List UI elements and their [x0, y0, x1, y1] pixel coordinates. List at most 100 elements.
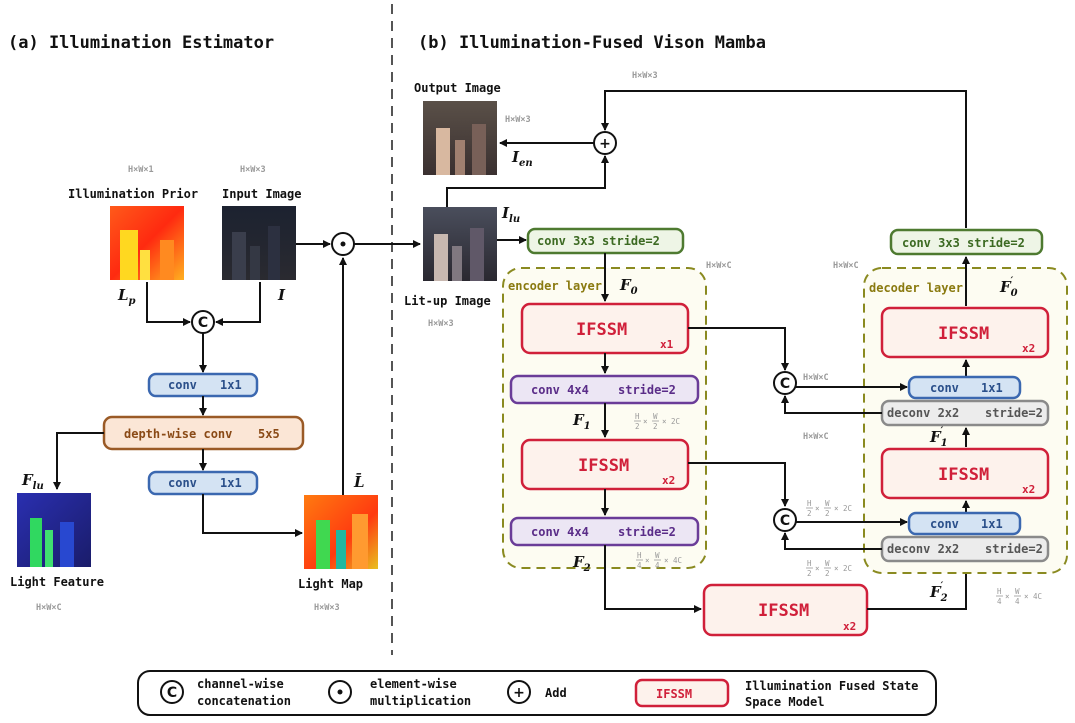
dim-concat-1: H×W×C [803, 373, 829, 383]
input-image-label: Input Image [222, 187, 301, 201]
concat-op-a: C [191, 310, 215, 334]
arrow-bottleneck-to-deconv2 [867, 562, 970, 610]
svg-text:H: H [635, 412, 640, 421]
svg-text:x2: x2 [1022, 483, 1035, 496]
lit-up-image [423, 207, 497, 281]
deconv-2: deconv 2x2 stride=2 [880, 535, 1050, 563]
svg-text:2: 2 [653, 422, 658, 431]
conv3x3-out-box: conv 3x3 stride=2 [889, 228, 1044, 256]
svg-text:stride=2: stride=2 [985, 542, 1043, 556]
var-F1p: F1′ [929, 426, 948, 449]
svg-text:x2: x2 [662, 474, 675, 487]
svg-text:stride=2: stride=2 [618, 525, 676, 539]
svg-text:×: × [815, 564, 820, 573]
dim-output: H×W×3 [505, 115, 531, 125]
svg-text:+: + [513, 685, 525, 701]
svg-text:conv 4x4: conv 4x4 [531, 525, 589, 539]
svg-text:stride=2: stride=2 [985, 406, 1043, 420]
conv1x1-box-1: conv 1x1 [147, 372, 259, 398]
dim-light-feature: H×W×C [36, 603, 62, 613]
ifssm-enc-2: IFSSM x2 [520, 438, 690, 491]
svg-text:1x1: 1x1 [220, 378, 242, 392]
var-Lbar: L̄ [353, 472, 365, 491]
svg-text:×: × [1005, 592, 1010, 601]
svg-text:C: C [780, 376, 790, 392]
light-feature-label: Light Feature [10, 575, 104, 589]
var-F2: F2 [572, 553, 591, 574]
illumination-prior-image [110, 206, 184, 280]
light-map-image [304, 495, 378, 569]
svg-text:W: W [653, 412, 658, 421]
svg-text:depth-wise conv: depth-wise conv [124, 427, 232, 441]
svg-text:C: C [780, 513, 790, 529]
svg-text:conv 3x3 stride=2: conv 3x3 stride=2 [537, 234, 660, 248]
svg-text:conv: conv [930, 381, 959, 395]
light-map-label: Light Map [298, 577, 363, 591]
svg-text:conv: conv [168, 378, 197, 392]
svg-text:×: × [815, 504, 820, 513]
ifssm-enc-1: IFSSM x1 [520, 302, 690, 355]
dim-F1: H 2 × W 2 × 2C [634, 412, 680, 431]
conv1x1-box-2: conv 1x1 [147, 470, 259, 496]
svg-text:× 2C: × 2C [662, 417, 680, 426]
section-a-title: (a) Illumination Estimator [8, 33, 274, 53]
dim-prior: H×W×1 [128, 165, 154, 175]
arrow-down2-to-bottleneck [604, 545, 702, 613]
arrow-prior-to-concat [146, 282, 191, 326]
svg-text:H: H [637, 551, 642, 560]
svg-text:deconv 2x2: deconv 2x2 [887, 406, 959, 420]
svg-text:2: 2 [635, 422, 640, 431]
var-F0p: F0′ [999, 276, 1018, 299]
svg-text:conv 3x3 stride=2: conv 3x3 stride=2 [902, 236, 1025, 250]
ifssm-dec-1: IFSSM x2 [880, 306, 1050, 359]
concat-op-1: C [773, 371, 797, 395]
svg-text:conv 4x4: conv 4x4 [531, 383, 589, 397]
dim-deconv-1: H×W×C [803, 432, 829, 442]
mul-op [331, 232, 355, 256]
arrow-residual-to-add [601, 90, 967, 228]
svg-text:W: W [655, 551, 660, 560]
svg-text:conv: conv [168, 476, 197, 490]
var-Ien: Ien [511, 148, 533, 169]
dim-residual: H×W×3 [632, 71, 658, 81]
depthwise-conv-box: depth-wise conv 5x5 [102, 415, 305, 451]
svg-text:W: W [825, 559, 830, 568]
svg-text:Space Model: Space Model [745, 695, 824, 709]
ifssm-dec-2: IFSSM x2 [880, 447, 1050, 500]
svg-text:× 4C: × 4C [1024, 592, 1042, 601]
svg-text:×: × [645, 556, 650, 565]
var-Ilu: Ilu [501, 204, 520, 225]
dim-litup: H×W×3 [428, 319, 454, 329]
ifssm-bottleneck: IFSSM x2 [702, 583, 869, 637]
var-Lp: Lp [117, 286, 136, 307]
svg-text:1x1: 1x1 [220, 476, 242, 490]
svg-text:IFSSM: IFSSM [576, 320, 627, 340]
svg-text:4: 4 [637, 561, 642, 570]
output-image-label: Output Image [414, 81, 501, 95]
input-image [222, 206, 296, 280]
dim-decoder-top: H×W×C [833, 261, 859, 271]
var-I: I [277, 286, 286, 304]
svg-text:x2: x2 [843, 620, 856, 633]
downsample-2: conv 4x4 stride=2 [509, 516, 700, 547]
arrow-litup-to-add [446, 155, 609, 207]
arrow-deconv1-to-concat1 [781, 395, 882, 414]
legend-add: + Add [507, 680, 567, 704]
concat-op-2: C [773, 508, 797, 532]
svg-text:2: 2 [825, 569, 830, 578]
svg-text:H: H [807, 559, 812, 568]
svg-text:4: 4 [997, 597, 1002, 606]
svg-text:×: × [643, 417, 648, 426]
dim-light-map: H×W×3 [314, 603, 340, 613]
legend-ifssm: IFSSM Illumination Fused State Space Mod… [634, 678, 918, 709]
arrow-deconv2-to-concat2 [781, 532, 882, 550]
svg-text:conv: conv [930, 517, 959, 531]
svg-text:channel-wise: channel-wise [197, 677, 284, 691]
arrow-conv2-to-map [202, 494, 303, 537]
svg-text:IFSSM: IFSSM [656, 687, 692, 701]
illumination-prior-label: Illumination Prior [68, 187, 198, 201]
svg-text:2: 2 [825, 509, 830, 518]
arrow-skip-2 [688, 462, 789, 507]
arrow-input-to-concat [215, 282, 261, 326]
var-F0: F0 [619, 276, 638, 297]
